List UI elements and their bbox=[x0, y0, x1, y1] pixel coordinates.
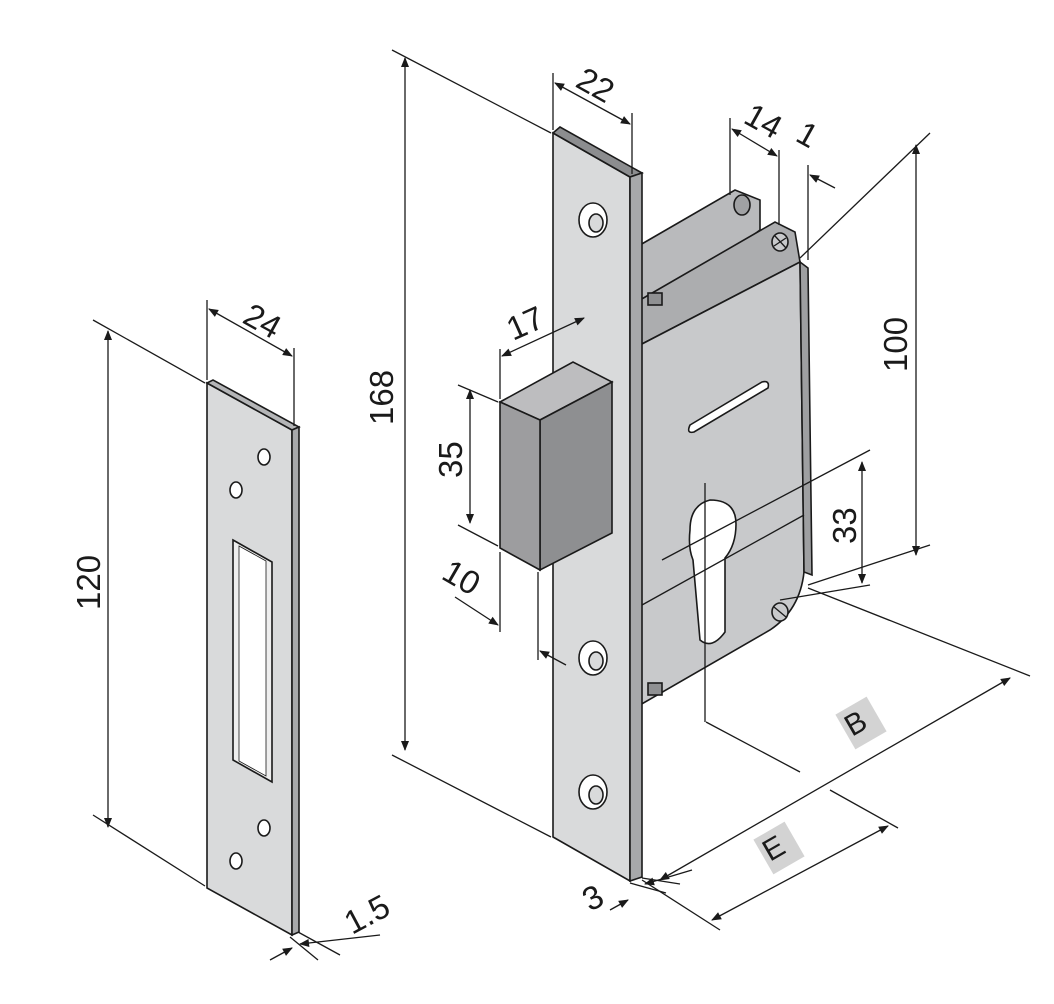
case-side-face bbox=[799, 260, 813, 577]
faceplate-height-label: 168 bbox=[363, 370, 400, 425]
case-slot bbox=[687, 380, 770, 434]
faceplate-width-label: 22 bbox=[571, 60, 621, 110]
case-height-dimension: 100 bbox=[799, 132, 931, 586]
cylinder-offset-label: 33 bbox=[826, 507, 863, 544]
strike-screw-hole-2 bbox=[229, 481, 243, 499]
case-depth-label: 14 bbox=[739, 96, 789, 146]
backset-dimension: B bbox=[659, 587, 1031, 881]
faceplate-height-dimension: 168 bbox=[363, 49, 552, 838]
cover-thickness-label: 1 bbox=[791, 114, 825, 155]
cylinder-offset-dimension: 33 bbox=[661, 449, 871, 601]
bolt-projection-label: 17 bbox=[501, 299, 550, 348]
latch-bolt-front bbox=[499, 400, 541, 572]
backset-label-bg bbox=[835, 696, 887, 750]
strike-height-dimension: 120 bbox=[70, 319, 206, 887]
strike-width-label: 24 bbox=[238, 296, 288, 346]
bolt-height-dimension: 35 bbox=[432, 384, 499, 547]
bolt-height-label: 35 bbox=[432, 441, 469, 478]
bolt-width-label: 10 bbox=[437, 552, 487, 602]
entrance-label-bg bbox=[753, 821, 805, 875]
strike-plate-side-edge bbox=[291, 425, 300, 937]
cylinder-hole bbox=[688, 499, 737, 645]
strike-plate bbox=[205, 379, 301, 937]
strike-screw-hole-4 bbox=[229, 852, 243, 870]
faceplate-screw-hole-mid-inner bbox=[588, 651, 604, 671]
lock-body bbox=[639, 189, 813, 707]
case-tab-bottom bbox=[647, 682, 663, 696]
faceplate-screw-hole-top-inner bbox=[588, 213, 604, 233]
strike-screw-hole-3 bbox=[257, 819, 271, 837]
latch-bolt bbox=[498, 361, 614, 572]
faceplate-side-edge bbox=[629, 171, 643, 883]
strike-thickness-label: 1.5 bbox=[338, 887, 396, 941]
entrance-dimension: E bbox=[641, 789, 899, 931]
case-tab-top bbox=[647, 292, 663, 306]
strike-screw-hole-1 bbox=[257, 448, 271, 466]
strike-opening-inner bbox=[238, 545, 267, 777]
faceplate-screw-hole-bottom-inner bbox=[588, 785, 604, 805]
strike-height-label: 120 bbox=[70, 555, 107, 610]
case-back-rivet bbox=[733, 194, 751, 216]
bolt-width-dimension: 10 bbox=[437, 552, 567, 666]
faceplate-offset-label: 3 bbox=[576, 877, 610, 918]
case-height-label: 100 bbox=[877, 317, 914, 372]
